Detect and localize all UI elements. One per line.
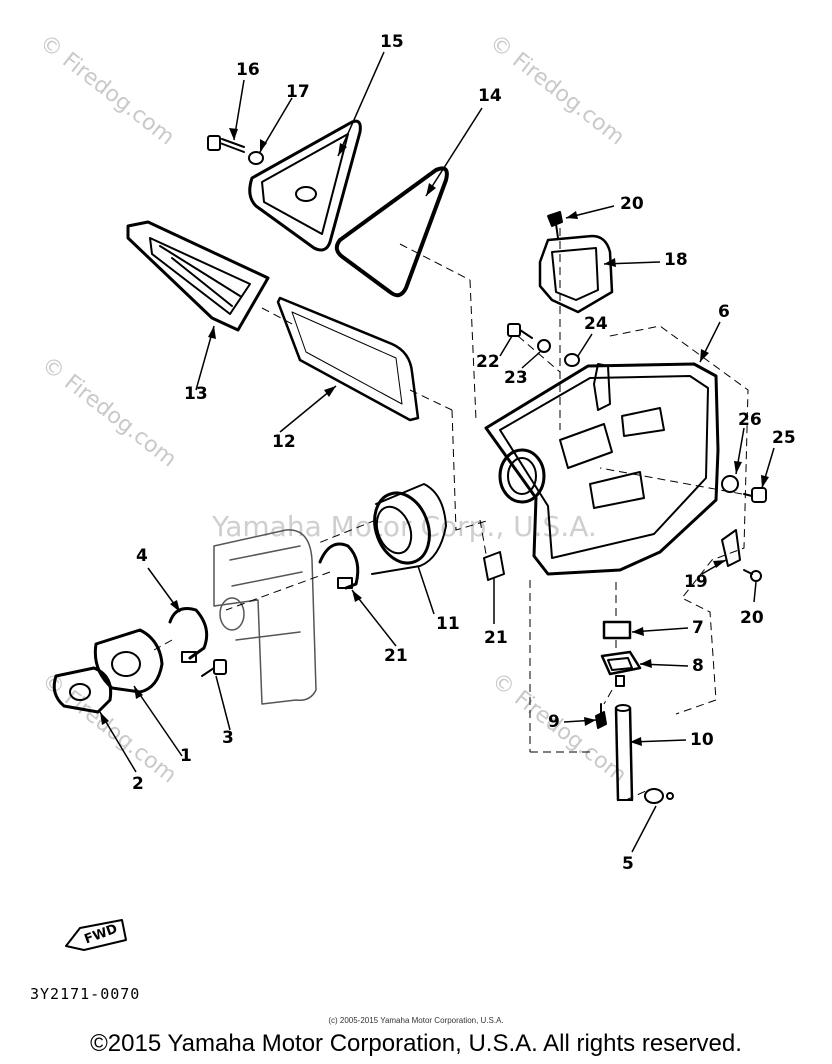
callout-21: 21: [384, 646, 408, 666]
assembly-lines: [153, 228, 749, 801]
callout-19: 19: [684, 572, 708, 592]
callout-4: 4: [136, 546, 148, 566]
washer-25: [564, 353, 580, 367]
screw-9: [595, 703, 607, 729]
callout-11: 11: [436, 614, 460, 634]
clip-5: [644, 788, 674, 804]
callout-22: 21: [484, 628, 508, 648]
copyright-main: ©2015 Yamaha Motor Corporation, U.S.A. A…: [90, 1030, 742, 1057]
bolt-26: [743, 487, 767, 503]
filter-frame-13: [126, 220, 270, 332]
screw-20-lower: [743, 569, 762, 582]
callout-9: 9: [548, 712, 560, 732]
grommet-27: [721, 475, 739, 493]
callout-27: 26: [738, 410, 762, 430]
cover-15: [248, 119, 362, 252]
screw-20-top: [547, 211, 563, 239]
clamp-4: [168, 607, 209, 663]
callout-12: 12: [272, 432, 296, 452]
callout-10: 10: [690, 730, 714, 750]
engine-cylinder-outline: [213, 529, 317, 705]
callout-26: 25: [772, 428, 796, 448]
bolt-16: [207, 135, 245, 153]
cap-18: [538, 234, 614, 314]
callout-16: 16: [236, 60, 260, 80]
air-box-case-6: [484, 362, 720, 576]
holder-8: [600, 650, 642, 687]
bracket-19: [721, 529, 741, 567]
leader-arrowheads: [100, 128, 769, 746]
callout-17: 17: [286, 82, 310, 102]
callout-5: 5: [622, 854, 634, 874]
bolt-23: [507, 323, 533, 339]
callout-14: 14: [478, 86, 502, 106]
callout-25: 24: [584, 314, 608, 334]
callout-8: 8: [692, 656, 704, 676]
washer-24: [537, 339, 551, 353]
washer-17: [248, 151, 264, 165]
callout-3: 3: [222, 728, 234, 748]
gasket-14: [334, 166, 449, 298]
hose-10: [614, 704, 634, 802]
callout-15: 15: [380, 32, 404, 52]
callout-20-top: 20: [620, 194, 644, 214]
callout-2: 2: [132, 774, 144, 794]
callout-6: 6: [718, 302, 730, 322]
clamp-21: [318, 542, 360, 590]
callout-18: 18: [664, 250, 688, 270]
callout-7: 7: [692, 618, 704, 638]
callout-20-lower: 20: [740, 608, 764, 628]
callout-23: 22: [476, 352, 500, 372]
bolt-3: [201, 659, 227, 677]
leader-lines: [99, 51, 775, 853]
joint-11: [371, 483, 447, 575]
fwd-arrow: [65, 919, 127, 951]
drain-cap-22: [483, 551, 505, 581]
copyright-small: (c) 2005-2015 Yamaha Motor Corporation, …: [328, 1016, 504, 1025]
diagram-code: 3Y2171-0070: [30, 985, 141, 1003]
pad-7: [602, 620, 632, 640]
callout-1: 1: [180, 746, 192, 766]
manifold-1: [93, 628, 164, 694]
callout-13: 13: [184, 384, 208, 404]
callout-24: 23: [504, 368, 528, 388]
gasket-2: [52, 666, 113, 714]
filter-element-12: [276, 296, 420, 422]
